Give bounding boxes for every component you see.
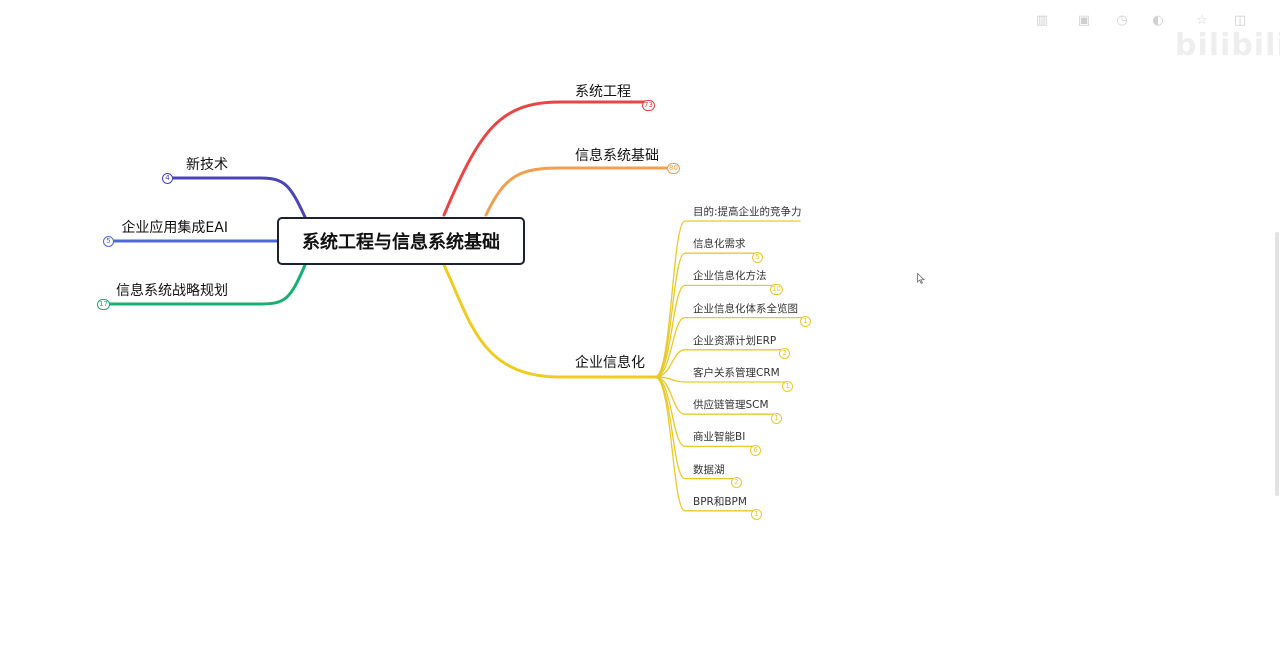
collapsed-count-badge[interactable]: 5 xyxy=(103,235,114,247)
presentation-icon[interactable]: ▣ xyxy=(1077,13,1091,28)
child-node-label[interactable]: 商业智能BI xyxy=(693,431,746,444)
child-edge xyxy=(654,376,758,512)
left-branch-edge xyxy=(166,176,307,219)
child-edge xyxy=(654,349,786,378)
outline-icon[interactable]: ▥ xyxy=(1035,13,1049,28)
sidebar-icon[interactable]: ◫ xyxy=(1233,13,1247,28)
branch-node-label[interactable]: 信息系统战略规划 xyxy=(116,283,228,299)
root-title: 系统工程与信息系统基础 xyxy=(302,232,500,253)
child-node-label[interactable]: 企业资源计划ERP xyxy=(693,334,777,347)
collapsed-count-badge[interactable]: 6 xyxy=(750,444,761,456)
collapsed-count-badge[interactable]: 1 xyxy=(751,509,762,521)
collapsed-count-badge[interactable]: 1 xyxy=(771,412,782,424)
right-branch-edge xyxy=(484,166,675,217)
child-edge xyxy=(654,220,801,378)
child-node-label[interactable]: BPR和BPM xyxy=(693,495,747,508)
bilibili-watermark: bilibili xyxy=(1175,28,1280,63)
vertical-scrollbar[interactable] xyxy=(1275,232,1279,496)
child-edge xyxy=(654,376,789,383)
child-node-label[interactable]: 目的:提高企业的竞争力 xyxy=(693,206,802,218)
collapsed-count-badge[interactable]: 80 xyxy=(667,162,680,174)
collapsed-count-badge[interactable]: 10 xyxy=(770,283,783,295)
root-node[interactable]: 系统工程与信息系统基础 xyxy=(277,217,525,265)
branch-node-label[interactable]: 新技术 xyxy=(186,157,228,173)
collapsed-count-badge[interactable]: 2 xyxy=(731,477,742,489)
branch-node-label[interactable]: 系统工程 xyxy=(575,84,631,100)
right-branch-edge xyxy=(442,263,662,379)
child-edge xyxy=(654,316,807,378)
branch-node-label[interactable]: 企业应用集成EAI xyxy=(121,220,228,236)
collapsed-count-badge[interactable]: 1 xyxy=(782,380,793,392)
child-edge xyxy=(654,284,777,378)
collapsed-count-badge[interactable]: 4 xyxy=(162,172,173,184)
branch-node-label[interactable]: 企业信息化 xyxy=(575,355,645,371)
collapsed-count-badge[interactable]: 2 xyxy=(779,348,790,360)
child-node-label[interactable]: 信息化需求 xyxy=(693,238,746,251)
collapsed-count-badge[interactable]: 5 xyxy=(752,251,763,263)
child-edge xyxy=(654,376,778,415)
history-icon[interactable]: ◷ xyxy=(1116,13,1128,28)
child-node-label[interactable]: 供应链管理SCM xyxy=(693,399,769,412)
child-edge xyxy=(654,252,759,378)
right-branch-edge xyxy=(442,100,650,217)
child-node-label[interactable]: 客户关系管理CRM xyxy=(693,367,780,379)
mindmap-edges xyxy=(101,100,807,512)
top-toolbar: ▥ ▣ ◷ ◐ ☆ ◫ xyxy=(1034,13,1246,31)
theme-icon[interactable]: ◐ xyxy=(1152,13,1164,28)
branch-node-label[interactable]: 信息系统基础 xyxy=(575,148,659,164)
collapsed-count-badge[interactable]: 73 xyxy=(642,99,655,111)
mouse-cursor-icon xyxy=(917,273,925,284)
child-node-label[interactable]: 数据湖 xyxy=(693,463,725,476)
child-node-label[interactable]: 企业信息化方法 xyxy=(693,270,767,283)
child-node-label[interactable]: 企业信息化体系全览图 xyxy=(693,302,798,315)
left-branch-edge xyxy=(101,263,307,306)
star-icon[interactable]: ☆ xyxy=(1196,13,1208,28)
collapsed-count-badge[interactable]: 17 xyxy=(97,298,110,310)
collapsed-count-badge[interactable]: 1 xyxy=(800,316,811,328)
